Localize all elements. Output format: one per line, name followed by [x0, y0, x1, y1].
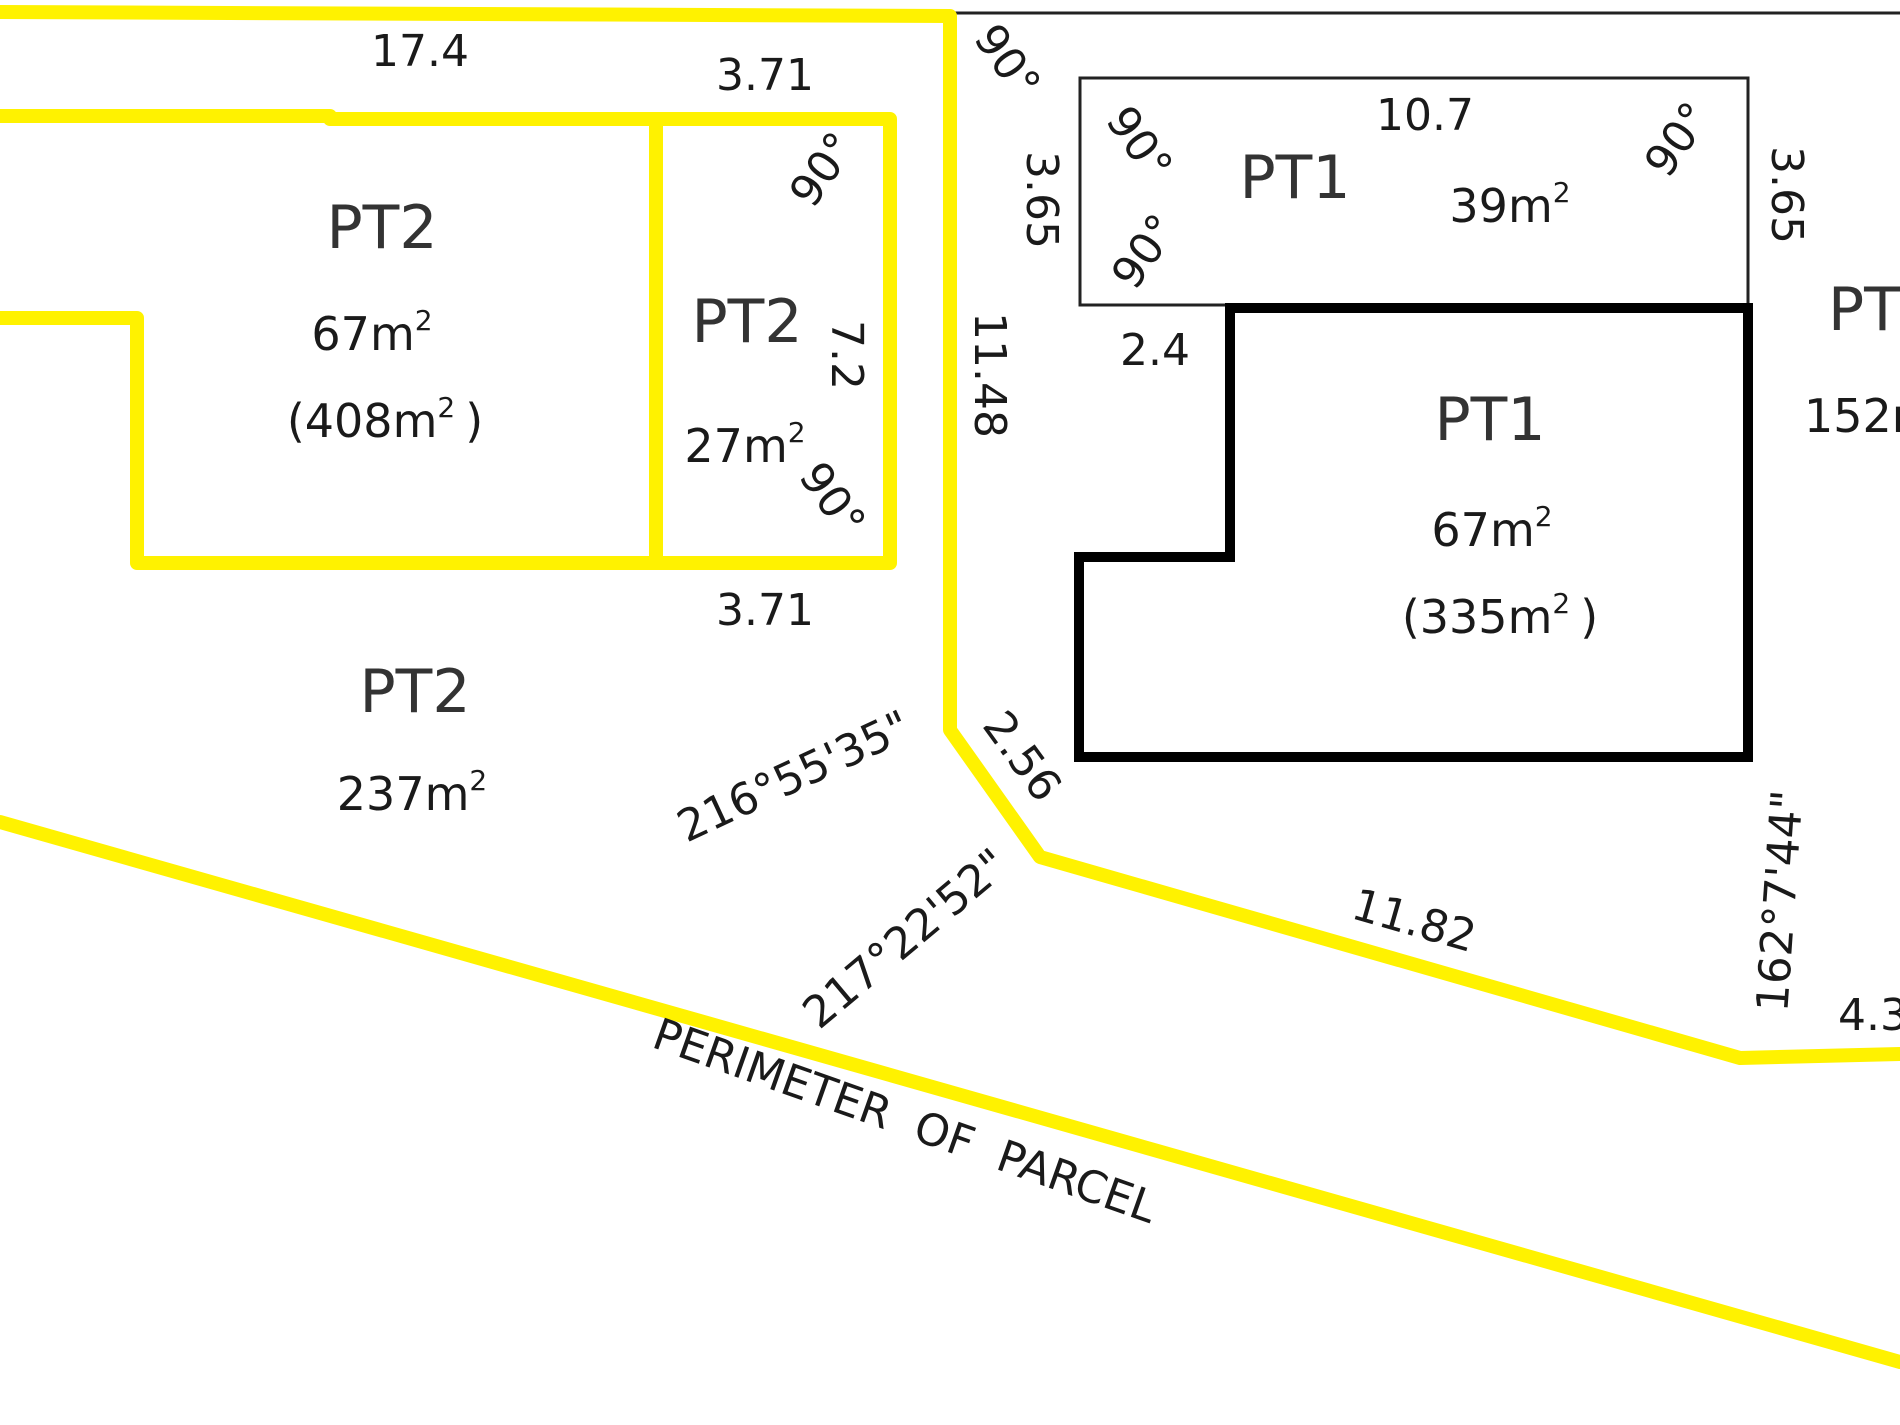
dim-17-4: 17.4	[371, 26, 469, 77]
lot-pt1-main: PT1 67m2 (335m2)	[1402, 385, 1598, 644]
angle-90-pt1-topleft: 90°	[1096, 97, 1183, 190]
perimeter-of-parcel-label: PERIMETER OF PARCEL	[647, 1009, 1164, 1234]
dim-3-71-top: 3.71	[716, 50, 814, 101]
lot-pt1-small: PT1 39m2	[1239, 143, 1570, 233]
dim-2-56: 2.56	[972, 702, 1071, 811]
lot-label: PT2	[691, 287, 802, 357]
bearing-217: 217°22'52"	[793, 839, 1018, 1039]
lot-label: PT2	[326, 193, 437, 263]
parcel-boundaries	[0, 5, 1900, 1369]
lot-total-area: (408m2)	[287, 391, 483, 448]
dim-3-71-bottom: 3.71	[716, 585, 814, 636]
lot-area: 237m2	[337, 764, 487, 821]
bearing-216: 216°55'35"	[670, 701, 918, 853]
dim-7-2: 7.2	[821, 320, 872, 390]
lot-label: PT2	[359, 657, 470, 727]
angle-90-corner: 90°	[964, 15, 1051, 108]
lot-pt2-upper: PT2 67m2 (408m2)	[287, 193, 483, 448]
bearing-162: 162°7'44"	[1747, 788, 1813, 1013]
lot-area: 152m	[1804, 389, 1900, 443]
lot-area: 67m2	[311, 304, 432, 361]
dim-3-65-right: 3.65	[1761, 146, 1812, 244]
lot-pt2-lower: PT2 237m2	[337, 657, 487, 821]
dim-4-3: 4.3	[1838, 990, 1900, 1041]
lot-pt-right: PT 152m	[1804, 275, 1900, 443]
dim-2-4: 2.4	[1120, 325, 1190, 376]
lot-area: 67m2	[1431, 500, 1552, 557]
lot-area: 39m2	[1449, 176, 1570, 233]
dim-3-65-left: 3.65	[1016, 151, 1067, 249]
lot-pt2-small: PT2 27m2	[684, 287, 805, 473]
pt1-main-boundary	[1074, 303, 1753, 762]
dim-10-7: 10.7	[1376, 90, 1474, 141]
dimension-labels: 17.4 3.71 3.71 7.2 11.48 3.65 3.65 10.7 …	[371, 26, 1900, 1041]
lot-area: 27m2	[684, 416, 805, 473]
angle-90-pt2-top: 90°	[780, 123, 867, 216]
main-parcel-boundary	[0, 5, 1900, 1065]
lot-label: PT1	[1239, 143, 1350, 213]
angle-90-pt2-bottom: 90°	[789, 453, 876, 546]
lot-total-area: (335m2)	[1402, 587, 1598, 644]
pt2-upper-boundary	[0, 109, 897, 570]
angle-90-pt1-topright: 90°	[1635, 93, 1722, 186]
dim-11-48: 11.48	[964, 312, 1015, 438]
lot-label: PT	[1828, 275, 1900, 345]
perimeter-line	[0, 815, 1900, 1369]
angle-90-pt1-bottomleft: 90°	[1102, 205, 1189, 298]
lot-label: PT1	[1434, 385, 1545, 455]
